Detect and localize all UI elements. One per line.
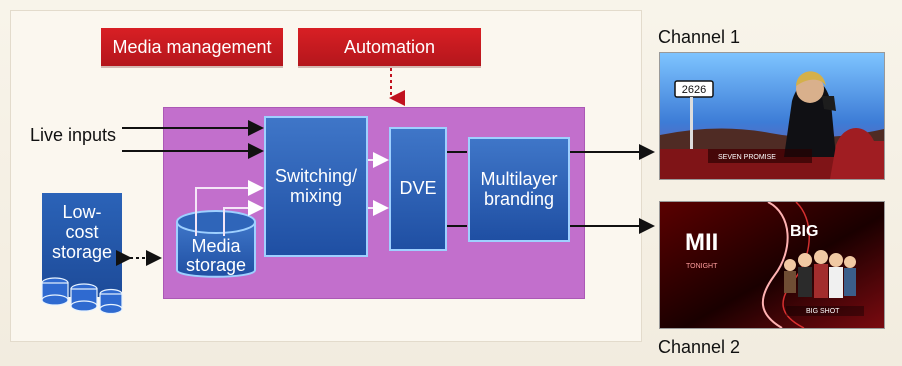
dve-box: DVE [389,127,447,251]
media-management-label: Media management [101,28,283,66]
media-storage-text: Media storage [185,236,247,275]
storage-disks-icon [41,277,123,315]
channel-2-bottom: BIG SHOT [806,308,840,315]
automation-label: Automation [298,28,481,66]
dve-text: DVE [399,178,437,199]
low-cost-storage-text: Low- cost storage [51,202,113,262]
channel-2-scene: MII BIG TONIGHT BIG SHOT [660,202,884,328]
channel-1-screen: 2626 SEVEN PROMISE [659,52,885,180]
cast-group [784,250,856,298]
channel-1-scene: 2626 SEVEN PROMISE [660,53,884,179]
multilayer-branding-box: Multilayer branding [468,137,570,242]
channel-2-logo: MII [685,229,718,256]
switching-mixing-box: Switching/ mixing [264,116,368,257]
automation-text: Automation [343,36,436,57]
channel-2-show: BIG [790,223,818,240]
storage-to-switch-arrow-1 [195,180,264,236]
channel-2-label: Channel 2 [658,337,741,357]
channel-2-screen: MII BIG TONIGHT BIG SHOT [659,201,885,329]
storage-to-switch-arrow-2 [223,200,264,236]
media-management-text: Media management [112,36,272,57]
channel-1-number: 2626 [682,84,706,96]
low-cost-storage-box: Low- cost storage [42,193,122,297]
multilayer-branding-text: Multilayer branding [480,168,558,209]
channel-2-tonight: TONIGHT [686,263,718,270]
channel-1-label: Channel 1 [658,27,741,47]
channel-1-ticker: SEVEN PROMISE [718,154,776,161]
live-inputs-label: Live inputs [30,125,117,145]
switching-mixing-text: Switching/ mixing [274,165,358,206]
